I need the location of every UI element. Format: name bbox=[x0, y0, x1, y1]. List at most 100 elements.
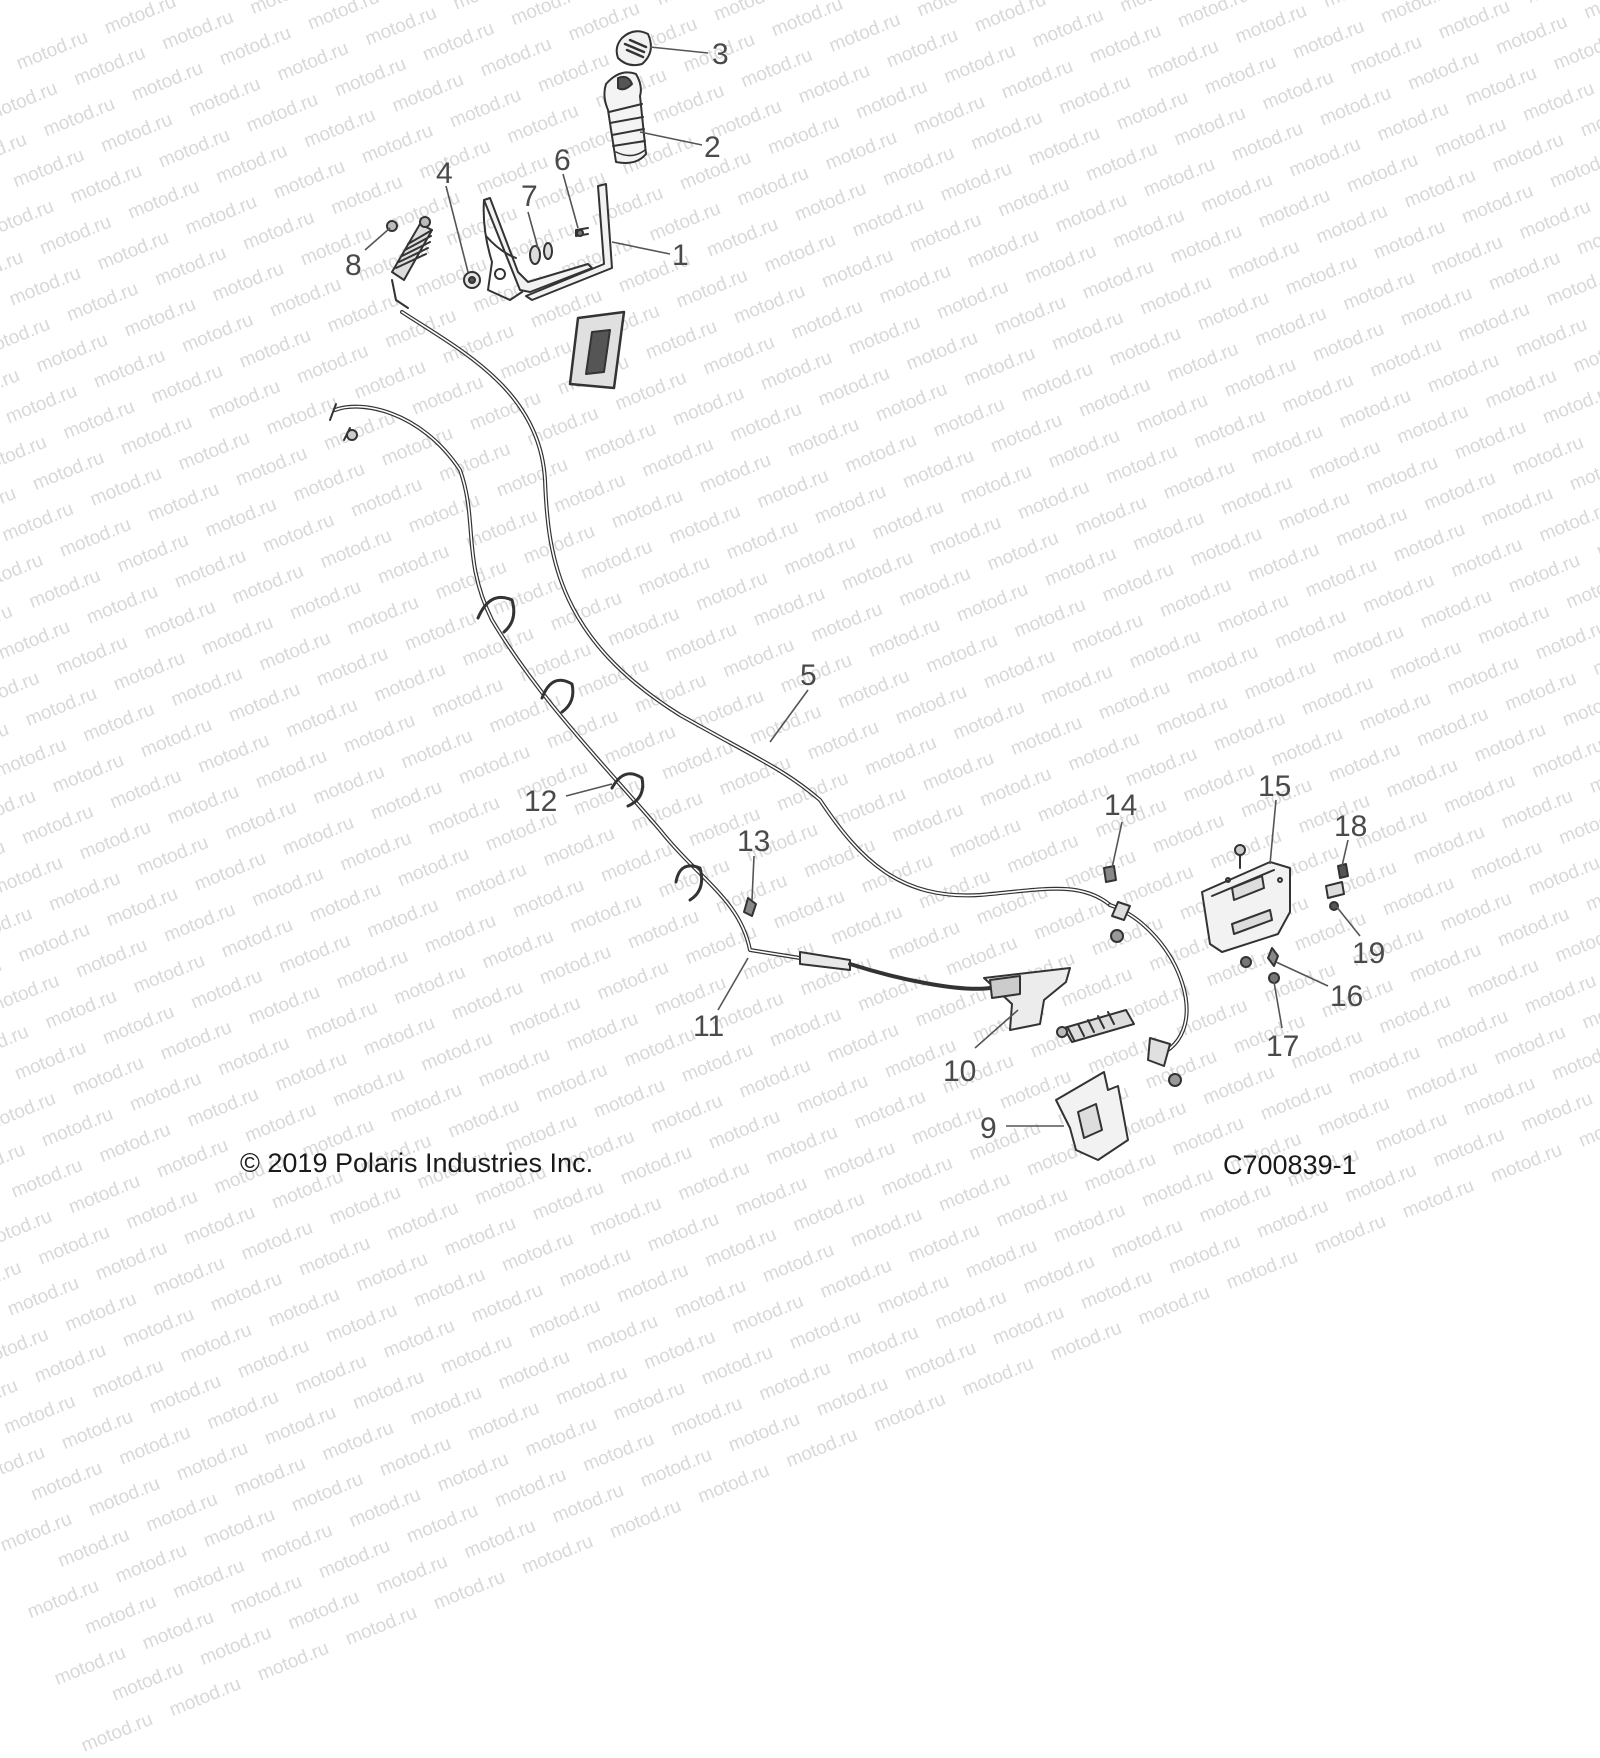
callout-9: 9 bbox=[980, 1112, 997, 1145]
watermark-text: motod.ru bbox=[207, 1268, 286, 1317]
part-14-banjo-fitting bbox=[1103, 865, 1131, 943]
part-8-spring-boot bbox=[386, 216, 433, 309]
watermark-text: motod.ru bbox=[139, 1606, 217, 1655]
watermark-text: motod.ru bbox=[353, 1248, 431, 1297]
watermark-text: motod.ru bbox=[437, 1330, 516, 1379]
watermark-text: motod.ru bbox=[813, 1373, 892, 1421]
watermark-text: motod.ru bbox=[346, 1484, 424, 1532]
watermark-text: motod.ru bbox=[552, 1361, 631, 1410]
watermark-text: motod.ru bbox=[200, 1504, 279, 1552]
watermark-text: motod.ru bbox=[238, 1217, 316, 1265]
watermark-text: motod.ru bbox=[349, 1366, 428, 1414]
leader-14 bbox=[1111, 821, 1123, 869]
watermark-text: motod.ru bbox=[1108, 1215, 1186, 1263]
watermark-text: motod.ru bbox=[322, 1299, 401, 1348]
watermark-text: motod.ru bbox=[0, 1324, 52, 1372]
watermark-text: motod.ru bbox=[261, 1401, 340, 1450]
watermark-text: motod.ru bbox=[1223, 1246, 1301, 1294]
watermark-text: motod.ru bbox=[410, 1264, 489, 1312]
leader-19 bbox=[1335, 905, 1361, 937]
watermark-text: motod.ru bbox=[1135, 1281, 1213, 1330]
watermark-text: motod.ru bbox=[376, 1433, 455, 1481]
watermark-text: motod.ru bbox=[407, 1381, 485, 1430]
watermark-text: motod.ru bbox=[265, 1284, 343, 1332]
part-18-19-hardware bbox=[1325, 863, 1349, 911]
watermark-text: motod.ru bbox=[962, 1235, 1041, 1283]
leader-16 bbox=[1275, 961, 1329, 987]
callout-15: 15 bbox=[1258, 770, 1291, 803]
watermark-text: motod.ru bbox=[85, 1473, 163, 1521]
leader-18 bbox=[1341, 839, 1349, 867]
watermark-text: motod.ru bbox=[0, 1375, 21, 1423]
callout-1: 1 bbox=[672, 239, 689, 272]
copyright-notice: © 2019 Polaris Industries Inc. bbox=[240, 1148, 594, 1178]
watermark-text: motod.ru bbox=[403, 1499, 482, 1548]
watermark-text: motod.ru bbox=[695, 1459, 773, 1508]
part-15-plate-bracket bbox=[1201, 861, 1291, 953]
watermark-text: motod.ru bbox=[204, 1386, 282, 1434]
part-9-mounting-bracket bbox=[1055, 1071, 1129, 1161]
drawing-number: C700839-1 bbox=[1223, 1150, 1357, 1180]
part-10-master-cylinder bbox=[983, 967, 1071, 1031]
watermark-text: motod.ru bbox=[1077, 1266, 1156, 1314]
watermark-text: motod.ru bbox=[587, 1192, 665, 1241]
watermark-text: motod.ru bbox=[844, 1321, 922, 1370]
watermark-text: motod.ru bbox=[783, 1424, 861, 1472]
callout-4: 4 bbox=[436, 157, 453, 190]
watermark-text: motod.ru bbox=[641, 1326, 719, 1374]
leader-8 bbox=[364, 227, 391, 251]
watermark-text: motod.ru bbox=[614, 1259, 692, 1308]
watermark-text: motod.ru bbox=[989, 1301, 1068, 1350]
watermark-text: motod.ru bbox=[112, 1539, 190, 1588]
watermark-text: motod.ru bbox=[1311, 1210, 1389, 1259]
watermark-text: motod.ru bbox=[146, 1370, 225, 1419]
leader-7 bbox=[527, 211, 539, 249]
part-3-grip-cap bbox=[615, 30, 652, 67]
watermark-text: motod.ru bbox=[583, 1310, 661, 1359]
watermark-text: motod.ru bbox=[24, 1575, 102, 1624]
watermark-text: motod.ru bbox=[698, 1341, 776, 1390]
leader-3 bbox=[649, 46, 709, 54]
callout-10: 10 bbox=[943, 1055, 976, 1088]
watermark-text: motod.ru bbox=[759, 1239, 838, 1288]
watermark-text: motod.ru bbox=[702, 1224, 780, 1272]
part-6-pin bbox=[575, 227, 589, 237]
watermark-text: motod.ru bbox=[499, 1228, 577, 1277]
leader-2 bbox=[639, 131, 703, 146]
callout-11: 11 bbox=[693, 1010, 724, 1043]
watermark-text: motod.ru bbox=[285, 1586, 363, 1635]
watermark-text: motod.ru bbox=[959, 1353, 1037, 1401]
watermark-text: motod.ru bbox=[166, 1673, 244, 1721]
watermark-text: motod.ru bbox=[847, 1204, 926, 1252]
callout-14: 14 bbox=[1104, 789, 1137, 822]
watermark-text: motod.ru bbox=[319, 1417, 397, 1466]
watermark-text: motod.ru bbox=[373, 1551, 451, 1599]
watermark-text: motod.ru bbox=[549, 1479, 627, 1528]
watermark-text: motod.ru bbox=[464, 1397, 543, 1446]
leader-15 bbox=[1269, 799, 1277, 865]
leader-6 bbox=[562, 173, 579, 229]
leader-1 bbox=[611, 241, 671, 255]
callout-12: 12 bbox=[524, 785, 557, 818]
watermark-text: motod.ru bbox=[1165, 1230, 1244, 1279]
watermark-text: motod.ru bbox=[468, 1279, 546, 1328]
leader-10 bbox=[974, 1009, 1019, 1049]
leader-11 bbox=[717, 957, 749, 1011]
watermark-text: motod.ru bbox=[119, 1304, 198, 1352]
watermark-text: motod.ru bbox=[108, 1657, 187, 1706]
watermark-text: motod.ru bbox=[1020, 1250, 1098, 1299]
watermark-text: motod.ru bbox=[491, 1464, 570, 1512]
part-5-brake-cable bbox=[400, 310, 1189, 1060]
watermark-text: motod.ru bbox=[315, 1535, 394, 1584]
watermark-text: motod.ru bbox=[725, 1408, 803, 1457]
part-12-line-clips bbox=[476, 595, 704, 902]
watermark-text: motod.ru bbox=[292, 1350, 370, 1399]
watermark-text: motod.ru bbox=[932, 1286, 1010, 1334]
watermark-text: motod.ru bbox=[644, 1208, 723, 1257]
watermark-text: motod.ru bbox=[518, 1531, 597, 1579]
pedal-pad bbox=[568, 310, 626, 390]
watermark-text: motod.ru bbox=[441, 1212, 519, 1261]
part-1-lever-bracket bbox=[482, 183, 613, 301]
watermark-text: motod.ru bbox=[0, 1257, 25, 1305]
watermark-text: motod.ru bbox=[434, 1448, 512, 1497]
